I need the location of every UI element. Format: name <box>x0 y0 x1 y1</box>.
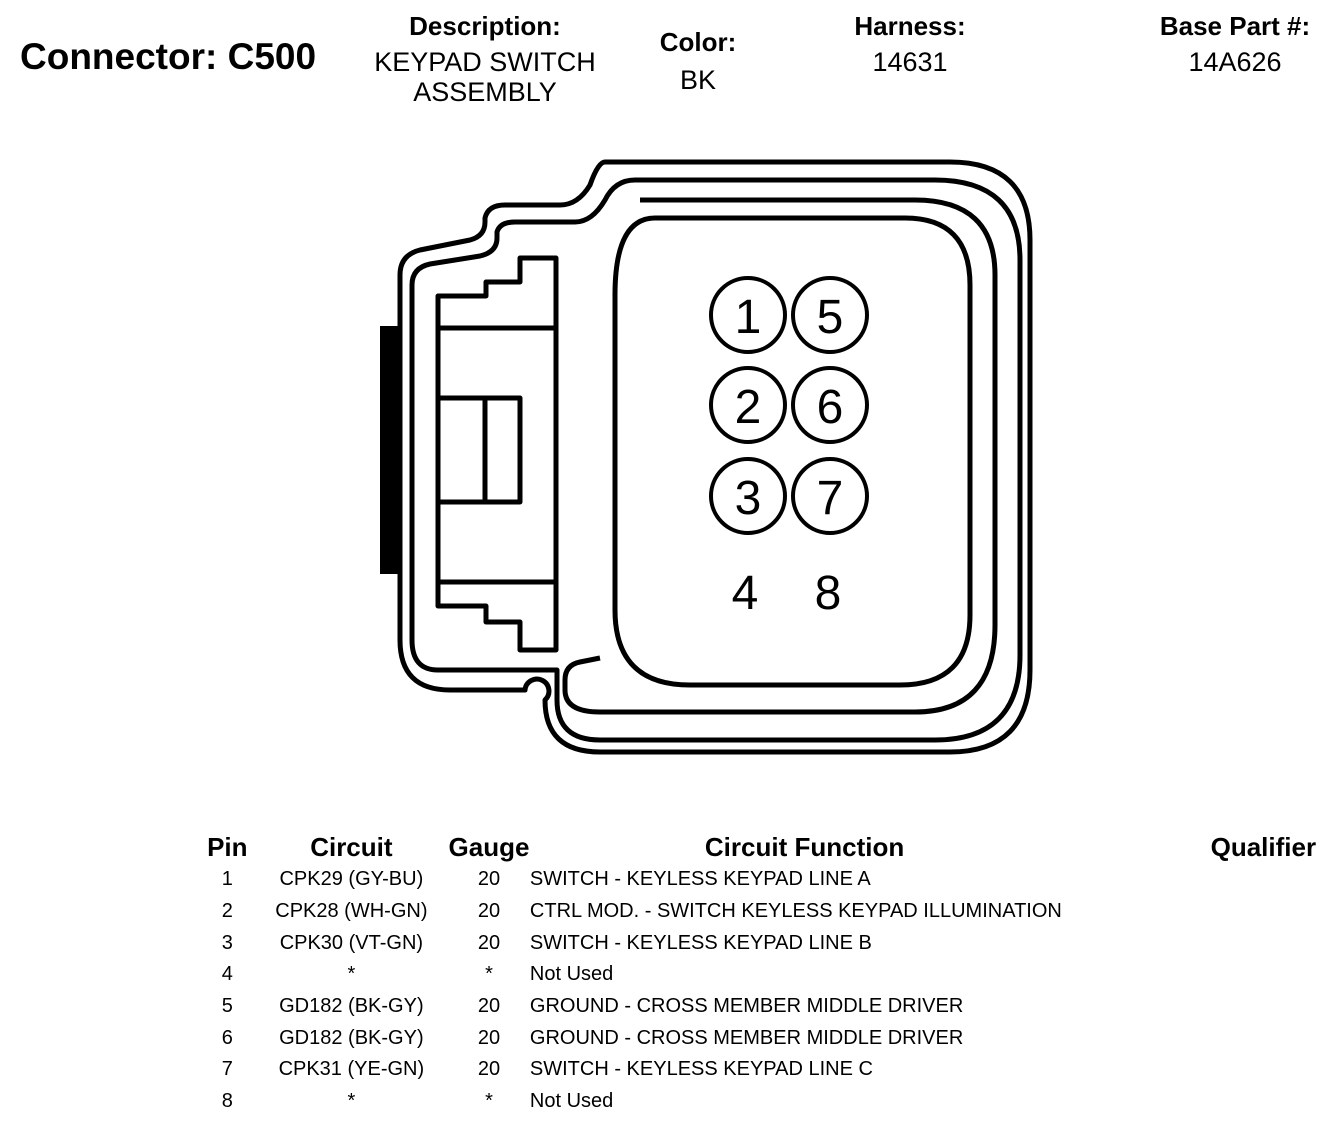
row-qualifier <box>1211 864 1344 896</box>
row-gauge: 20 <box>477 1026 501 1049</box>
pin-cavities <box>709 276 869 535</box>
table-row: 7 CPK31 (YE-GN) 20 SWITCH - KEYLESS KEYP… <box>200 1054 1344 1086</box>
row-gauge: 20 <box>477 900 501 923</box>
table-row: 6 GD182 (BK-GY) 20 GROUND - CROSS MEMBER… <box>200 1022 1344 1054</box>
row-function: Not Used <box>529 963 614 986</box>
description-label: Description: <box>409 11 561 41</box>
row-qualifier <box>1211 959 1344 991</box>
header-qualifier: Qualifier <box>1210 831 1317 862</box>
pin-1-circle <box>709 276 787 354</box>
header-circuit-function: Circuit Function <box>704 831 905 862</box>
pin-2-circle <box>709 366 787 444</box>
pin-6-circle <box>791 366 869 444</box>
row-function: SWITCH - KEYLESS KEYPAD LINE B <box>529 931 872 954</box>
pin-label-2: 2 <box>735 381 762 434</box>
row-pin: 3 <box>221 931 233 954</box>
row-function: CTRL MOD. - SWITCH KEYLESS KEYPAD ILLUMI… <box>529 900 1062 923</box>
pin-table: Pin Circuit Gauge Circuit Function Quali… <box>200 830 1344 1118</box>
connector-title: Connector: C500 <box>20 36 316 78</box>
pin-label-1: 1 <box>735 291 762 344</box>
row-function: GROUND - CROSS MEMBER MIDDLE DRIVER <box>529 1026 964 1049</box>
base-part-label: Base Part #: <box>1159 11 1311 41</box>
row-pin: 4 <box>221 963 233 986</box>
row-qualifier <box>1211 1086 1344 1118</box>
row-gauge: 20 <box>477 1058 501 1081</box>
header-pin: Pin <box>207 831 248 862</box>
row-circuit: CPK28 (WH-GN) <box>275 900 428 923</box>
harness-block: Harness: 14631 <box>830 11 990 78</box>
row-gauge: * <box>485 963 493 986</box>
latch-outline <box>435 255 559 653</box>
table-row: 8 * * Not Used <box>200 1086 1344 1118</box>
connector-label: Connector: <box>20 36 218 77</box>
row-pin: 6 <box>221 1026 233 1049</box>
mating-face-outline <box>612 215 973 688</box>
pin-5-circle <box>791 276 869 354</box>
cavity-line <box>562 197 998 715</box>
table-row: 2 CPK28 (WH-GN) 20 CTRL MOD. - SWITCH KE… <box>200 896 1344 928</box>
row-qualifier <box>1211 1022 1344 1054</box>
latch-window <box>435 395 523 505</box>
row-pin: 2 <box>221 900 233 923</box>
pin-label-4: 4 <box>732 567 759 620</box>
header-gauge: Gauge <box>448 831 530 862</box>
row-gauge: 20 <box>477 868 501 891</box>
row-qualifier <box>1211 927 1344 959</box>
row-circuit: CPK31 (YE-GN) <box>278 1058 425 1081</box>
pin-label-8: 8 <box>815 567 842 620</box>
row-circuit: * <box>347 1090 356 1113</box>
color-label: Color: <box>659 27 737 57</box>
row-pin: 8 <box>221 1090 233 1113</box>
color-block: Color: BK <box>638 27 758 96</box>
description-line1: KEYPAD SWITCH <box>374 47 596 78</box>
row-circuit: CPK29 (GY-BU) <box>279 868 424 891</box>
description-block: Description: KEYPAD SWITCH ASSEMBLY <box>355 11 615 108</box>
description-line2: ASSEMBLY <box>413 77 557 108</box>
row-pin: 7 <box>221 1058 233 1081</box>
housing-outer-outline <box>397 159 1033 755</box>
pin-3-circle <box>709 457 787 535</box>
row-function: GROUND - CROSS MEMBER MIDDLE DRIVER <box>529 995 964 1018</box>
row-gauge: 20 <box>477 931 501 954</box>
row-function: Not Used <box>529 1090 614 1113</box>
pin-label-6: 6 <box>817 381 844 434</box>
row-circuit: GD182 (BK-GY) <box>279 1026 424 1049</box>
row-gauge: 20 <box>477 995 501 1018</box>
base-part-value: 14A626 <box>1188 47 1282 78</box>
header-circuit: Circuit <box>310 831 393 862</box>
table-row: 4 * * Not Used <box>200 959 1344 991</box>
row-gauge: * <box>485 1090 493 1113</box>
harness-value: 14631 <box>872 47 948 78</box>
pin-label-5: 5 <box>817 291 844 344</box>
connector-diagram: 1 5 2 6 3 7 4 8 <box>380 159 1033 755</box>
row-function: SWITCH - KEYLESS KEYPAD LINE C <box>529 1058 873 1081</box>
row-pin: 5 <box>221 995 233 1018</box>
pin-label-7: 7 <box>817 472 844 525</box>
color-value: BK <box>679 65 717 96</box>
row-qualifier <box>1211 1054 1344 1086</box>
row-circuit: GD182 (BK-GY) <box>279 995 424 1018</box>
housing-inner-outline <box>409 177 1023 743</box>
pin-label-3: 3 <box>735 472 762 525</box>
pin-7-circle <box>791 457 869 535</box>
connector-id: C500 <box>227 36 317 77</box>
row-qualifier <box>1211 896 1344 928</box>
row-qualifier <box>1211 991 1344 1023</box>
row-circuit: * <box>347 963 356 986</box>
row-function: SWITCH - KEYLESS KEYPAD LINE A <box>529 868 871 891</box>
table-row: 5 GD182 (BK-GY) 20 GROUND - CROSS MEMBER… <box>200 991 1344 1023</box>
base-part-block: Base Part #: 14A626 <box>1140 11 1330 78</box>
harness-label: Harness: <box>854 11 966 41</box>
table-row: 1 CPK29 (GY-BU) 20 SWITCH - KEYLESS KEYP… <box>200 864 1344 896</box>
row-circuit: CPK30 (VT-GN) <box>279 931 424 954</box>
table-row: 3 CPK30 (VT-GN) 20 SWITCH - KEYLESS KEYP… <box>200 927 1344 959</box>
row-pin: 1 <box>221 868 233 891</box>
lock-tab-bar <box>380 326 400 574</box>
pin-table-header-row: Pin Circuit Gauge Circuit Function Quali… <box>200 830 1344 864</box>
